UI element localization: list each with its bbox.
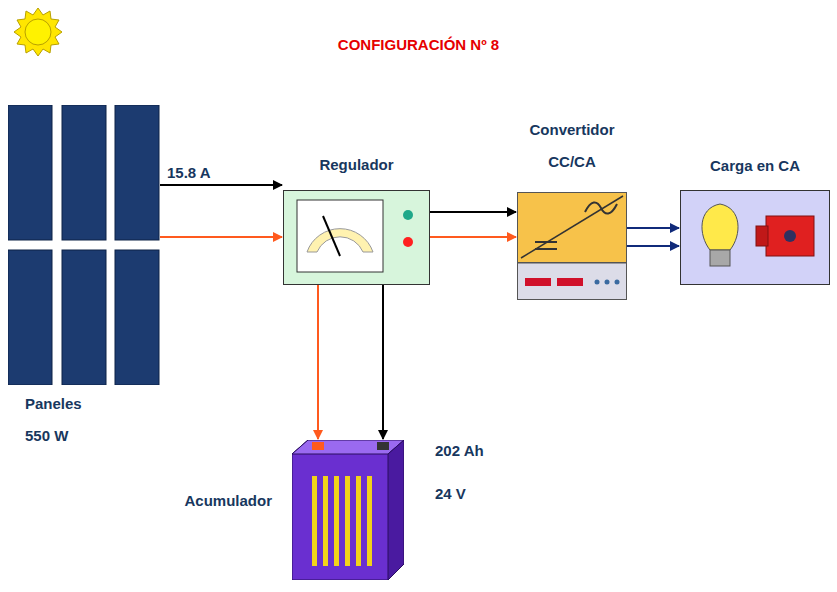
ac-load-shape: [680, 190, 830, 285]
meter-face: [297, 200, 383, 272]
wire-connector: [627, 245, 679, 247]
panel-led: [605, 280, 610, 285]
wire-connector: [627, 227, 679, 229]
battery-label: Acumulador: [184, 492, 272, 509]
inverter-top: [518, 193, 627, 263]
solar-panel: [115, 250, 159, 385]
battery-side: [388, 440, 404, 580]
battery-body: [292, 440, 404, 580]
panel-power: 550 W: [25, 427, 68, 444]
light-bulb: [702, 204, 738, 250]
panel-led: [595, 280, 600, 285]
solar-panel: [62, 250, 106, 385]
solar-panels: Paneles550 W: [8, 105, 160, 385]
load-label: Carga en CA: [710, 157, 800, 174]
battery-cell: [367, 476, 372, 566]
charge-regulator: Regulador: [283, 190, 430, 285]
panel-led: [615, 280, 620, 285]
solar-panels-shape: [8, 105, 160, 385]
charge-regulator-shape: [283, 190, 430, 285]
inverter-panel: [518, 263, 627, 300]
meter-needle: [323, 216, 340, 256]
sun-icon: [14, 8, 62, 56]
solar-panel: [8, 250, 52, 385]
display: [557, 278, 583, 286]
regulator-label: Regulador: [319, 156, 393, 173]
battery-capacity: 202 Ah: [435, 442, 484, 459]
sun-disc: [25, 19, 51, 45]
dc-ac-inverter: Convertidor CC/CA: [517, 192, 627, 300]
ac-load: Carga en CA: [680, 190, 830, 285]
wire-connector: [160, 184, 282, 186]
solar-panel: [115, 105, 159, 240]
plug-pin: [784, 230, 796, 242]
plug-neck: [756, 226, 768, 246]
wire-connector: [430, 211, 516, 213]
battery-cell: [323, 476, 328, 566]
indicator-red: [403, 237, 413, 247]
positive-terminal: [312, 442, 324, 450]
current-label: 15.8 A: [165, 164, 213, 181]
inverter-label: Convertidor CC/CA: [512, 114, 632, 178]
plug: [766, 216, 814, 256]
dc-ac-inverter-shape: [517, 192, 627, 300]
negative-terminal: [377, 442, 389, 450]
indicator-green: [403, 210, 413, 220]
battery-cell: [356, 476, 361, 566]
dc-symbol: [535, 242, 557, 249]
solar-panel: [8, 105, 52, 240]
bulb-base: [710, 250, 730, 266]
battery-cell: [345, 476, 350, 566]
sun-rays: [14, 8, 62, 56]
battery: Acumulador202 Ah24 V: [292, 440, 404, 580]
wire-connector: [160, 236, 282, 238]
wire-connector: [430, 236, 516, 238]
battery-shape: [292, 440, 404, 580]
battery-cell: [334, 476, 339, 566]
battery-voltage: 24 V: [435, 485, 466, 502]
load-box: [681, 191, 830, 285]
regulator-box: [284, 191, 430, 285]
solar-panel: [62, 105, 106, 240]
meter-scale: [307, 229, 373, 252]
inverter-diagonal: [521, 196, 623, 258]
battery-top: [292, 440, 404, 454]
battery-cell: [312, 476, 317, 566]
diagram-title: CONFIGURACIÓN Nº 8: [0, 36, 837, 53]
wire-connector: [382, 285, 384, 439]
ac-symbol: [585, 202, 617, 213]
panel-label: Paneles: [25, 395, 82, 412]
display: [525, 278, 551, 286]
wire-connector: [317, 285, 319, 439]
